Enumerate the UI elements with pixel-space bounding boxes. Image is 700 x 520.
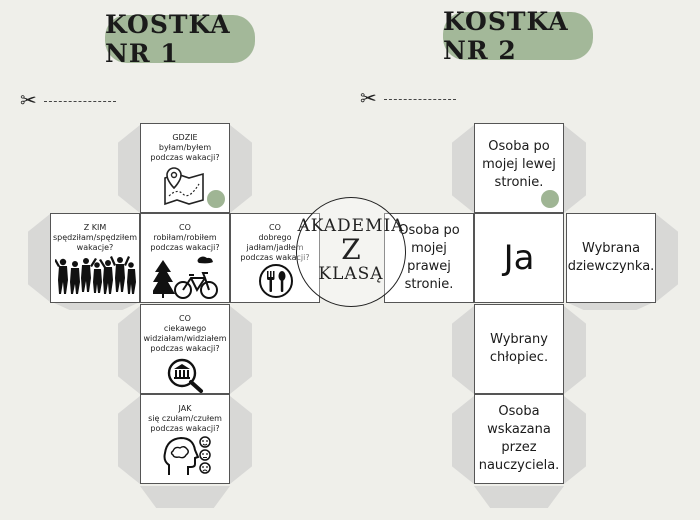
face-text: Osoba po mojej lewej stronie. bbox=[482, 139, 556, 190]
cube-2-face-left-person: Osoba po mojej lewej stronie. bbox=[474, 123, 564, 213]
logo-line-1: AKADEMIA bbox=[297, 216, 405, 236]
glue-tab bbox=[474, 486, 564, 508]
glue-tab bbox=[230, 125, 252, 213]
cube-2-face-girl: Wybrana dziewczynka. bbox=[566, 213, 656, 303]
glue-tab bbox=[566, 302, 654, 310]
friends-silhouette-icon bbox=[55, 256, 136, 294]
glue-tab bbox=[656, 214, 678, 302]
bicycle-trees-icon bbox=[153, 256, 218, 299]
school-logo bbox=[207, 190, 225, 208]
fork-spoon-icon bbox=[259, 264, 293, 298]
glue-tab bbox=[452, 125, 474, 213]
glue-tab bbox=[564, 125, 586, 213]
cube-2-face-boy: Wybrany chłopiec. bbox=[474, 304, 564, 394]
glue-tab bbox=[230, 306, 252, 394]
cube-2-title: KOSTKA NR 2 bbox=[443, 7, 593, 65]
face-text: JAK się czułam/czułem podczas wakacji? bbox=[148, 404, 222, 433]
logo-line-2: Z bbox=[341, 233, 361, 266]
museum-magnifier-icon bbox=[167, 358, 203, 393]
face-text: CO ciekawego widziałam/widziałem podczas… bbox=[143, 314, 227, 353]
cube-1-face-who: Z KIM spędziłam/spędziłem wakacje? bbox=[50, 213, 140, 303]
logo-line-3: KLASĄ bbox=[318, 264, 384, 284]
cube-1-title: KOSTKA NR 1 bbox=[105, 10, 255, 68]
face-text: Ja bbox=[503, 238, 535, 278]
cube-1-face-where: GDZIE byłam/byłem podczas wakacji? bbox=[140, 123, 230, 213]
face-text: Osoba po mojej prawej stronie. bbox=[398, 223, 460, 292]
face-text: Osoba wskazana przez nauczyciela. bbox=[478, 404, 560, 473]
glue-tab bbox=[118, 396, 140, 484]
cube-1-face-what-did: CO robiłam/robiłem podczas wakacji? bbox=[140, 213, 230, 303]
face-text: Z KIM spędziłam/spędziłem wakacje? bbox=[53, 223, 137, 252]
glue-tab bbox=[118, 125, 140, 213]
map-pin-icon bbox=[164, 167, 204, 206]
scissors-icon: ✂ bbox=[20, 88, 37, 112]
glue-tab bbox=[564, 396, 586, 484]
glue-tab bbox=[28, 214, 50, 302]
cube-2-face-me: Ja bbox=[474, 213, 564, 303]
glue-tab bbox=[140, 486, 230, 508]
glue-tab bbox=[452, 306, 474, 394]
face-text: CO robiłam/robiłem podczas wakacji? bbox=[150, 223, 220, 252]
cube-2-face-teacher-pick: Osoba wskazana przez nauczyciela. bbox=[474, 394, 564, 484]
school-logo bbox=[541, 190, 559, 208]
scissors-icon: ✂ bbox=[360, 86, 377, 110]
face-text: CO dobrego jadłam/jadłem podczas wakacji… bbox=[240, 223, 310, 262]
glue-tab bbox=[452, 396, 474, 484]
cut-line bbox=[44, 101, 116, 102]
glue-tab bbox=[230, 396, 252, 484]
akademia-logo: AKADEMIA Z KLASĄ bbox=[296, 197, 406, 307]
cube-1-face-feel: JAK się czułam/czułem podczas wakacji? bbox=[140, 394, 230, 484]
glue-tab bbox=[564, 306, 586, 394]
face-text: GDZIE byłam/byłem podczas wakacji? bbox=[150, 133, 220, 162]
glue-tab bbox=[52, 302, 140, 310]
head-emotions-icon bbox=[163, 436, 211, 475]
glue-tab bbox=[118, 306, 140, 394]
face-text: Wybrany chłopiec. bbox=[489, 332, 549, 365]
cube-1-face-saw: CO ciekawego widziałam/widziałem podczas… bbox=[140, 304, 230, 394]
face-text: Wybrana dziewczynka. bbox=[567, 241, 655, 274]
cut-line bbox=[384, 99, 456, 100]
